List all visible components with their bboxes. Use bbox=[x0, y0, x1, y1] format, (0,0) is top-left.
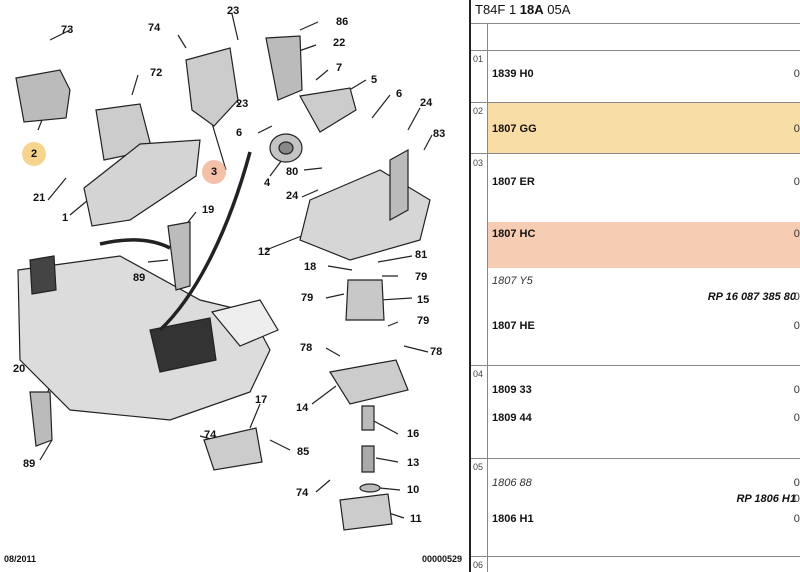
parts-panel-header: T84F 1 18A 05A bbox=[471, 0, 800, 24]
part-reference: 1806 88 bbox=[492, 477, 532, 489]
header-bold-code: 18A bbox=[519, 2, 544, 17]
header-prefix: T84F 1 bbox=[475, 2, 520, 17]
callout-13[interactable]: 13 bbox=[407, 457, 420, 469]
callout-74-bottom[interactable]: 74 bbox=[204, 429, 217, 441]
callout-24-right[interactable]: 24 bbox=[420, 97, 433, 109]
replacement-reference: RP 1806 H1 bbox=[736, 493, 796, 505]
group-label-05: 05 bbox=[473, 462, 484, 472]
part-quantity: 0' bbox=[793, 176, 800, 188]
exploded-parts-diagram: 73 74 72 23 86 22 7 5 6 24 83 23 6 4 80 … bbox=[4, 5, 462, 564]
part-row-highlighted[interactable]: 1807 GG 0' bbox=[488, 103, 800, 153]
callout-79-c[interactable]: 79 bbox=[417, 315, 430, 327]
callout-17[interactable]: 17 bbox=[255, 394, 268, 406]
group-divider bbox=[471, 365, 800, 366]
callout-22[interactable]: 22 bbox=[333, 37, 346, 49]
part-reference: 1807 HC bbox=[492, 228, 536, 240]
part-quantity: 0' bbox=[793, 477, 800, 489]
group-divider bbox=[471, 556, 800, 557]
callout-6-right[interactable]: 6 bbox=[396, 88, 403, 100]
group-label-02: 02 bbox=[473, 106, 484, 116]
part-quantity: 0' bbox=[793, 412, 800, 424]
callout-74-lower[interactable]: 74 bbox=[296, 487, 309, 499]
group-divider bbox=[471, 50, 800, 51]
callout-80[interactable]: 80 bbox=[286, 166, 299, 178]
part-row[interactable]: 1839 H0 0' bbox=[488, 52, 800, 96]
part-row[interactable]: 1809 33 0' bbox=[488, 378, 800, 404]
diagram-drawing bbox=[15, 13, 433, 531]
part-reference: 1807 HE bbox=[492, 320, 535, 332]
callout-10[interactable]: 10 bbox=[407, 484, 420, 496]
callout-16[interactable]: 16 bbox=[407, 428, 420, 440]
callout-2-highlighted[interactable]: 2 bbox=[22, 142, 46, 166]
group-divider bbox=[471, 458, 800, 459]
callout-18[interactable]: 18 bbox=[304, 261, 317, 273]
callout-12[interactable]: 12 bbox=[258, 246, 271, 258]
part-reference: 1807 GG bbox=[492, 123, 537, 135]
callout-3-highlighted[interactable]: 3 bbox=[202, 160, 226, 184]
callout-19[interactable]: 19 bbox=[202, 204, 215, 216]
callout-86[interactable]: 86 bbox=[336, 16, 349, 28]
part-quantity: 0' bbox=[793, 123, 800, 135]
part-reference: 1807 ER bbox=[492, 176, 535, 188]
part-reference: 1809 44 bbox=[492, 412, 532, 424]
callout-1[interactable]: 1 bbox=[62, 212, 69, 224]
parts-list-panel: T84F 1 18A 05A 01 1839 H0 0' 02 1807 GG … bbox=[469, 0, 800, 572]
callout-7[interactable]: 7 bbox=[336, 62, 343, 74]
callout-83[interactable]: 83 bbox=[433, 128, 446, 140]
group-label-04: 04 bbox=[473, 369, 484, 379]
part-row[interactable]: 1807 ER 0' bbox=[488, 160, 800, 204]
callout-23-mid[interactable]: 23 bbox=[236, 98, 249, 110]
callout-78-left[interactable]: 78 bbox=[300, 342, 313, 354]
callout-81[interactable]: 81 bbox=[415, 249, 428, 261]
part-reference: 1809 33 bbox=[492, 384, 532, 396]
callout-23-top[interactable]: 23 bbox=[227, 5, 240, 17]
group-column-divider bbox=[487, 24, 488, 572]
callout-89-bottom[interactable]: 89 bbox=[23, 458, 36, 470]
part-quantity: 0' bbox=[793, 68, 800, 80]
part-row[interactable]: 1806 88 0' bbox=[488, 472, 800, 494]
part-quantity: 0' bbox=[793, 384, 800, 396]
group-label-03: 03 bbox=[473, 158, 484, 168]
part-quantity: 0' bbox=[793, 513, 800, 525]
callout-20[interactable]: 20 bbox=[13, 363, 26, 375]
part-reference: 1806 H1 bbox=[492, 513, 534, 525]
callout-11[interactable]: 11 bbox=[410, 513, 422, 525]
callout-78-right[interactable]: 78 bbox=[430, 346, 443, 358]
callout-15[interactable]: 15 bbox=[417, 294, 430, 306]
group-label-01: 01 bbox=[473, 54, 484, 64]
callout-85[interactable]: 85 bbox=[297, 446, 310, 458]
callout-24-mid[interactable]: 24 bbox=[286, 190, 299, 202]
part-quantity: 0' bbox=[793, 493, 800, 505]
callout-73[interactable]: 73 bbox=[61, 24, 74, 36]
group-label-06: 06 bbox=[473, 560, 484, 570]
callout-79-b[interactable]: 79 bbox=[301, 292, 314, 304]
callout-74[interactable]: 74 bbox=[148, 22, 161, 34]
callout-72[interactable]: 72 bbox=[150, 67, 163, 79]
part-row[interactable]: 1806 H1 0' bbox=[488, 510, 800, 532]
part-quantity: 0' bbox=[793, 291, 800, 303]
group-divider bbox=[471, 102, 800, 103]
part-row-highlighted[interactable]: 1807 HC 0' bbox=[488, 222, 800, 268]
callout-14[interactable]: 14 bbox=[296, 402, 309, 414]
header-suffix: 05A bbox=[543, 2, 571, 17]
callout-89-mid[interactable]: 89 bbox=[133, 272, 146, 284]
part-quantity: 0' bbox=[793, 228, 800, 240]
part-quantity: 0' bbox=[793, 320, 800, 332]
part-row[interactable]: 1809 44 0' bbox=[488, 406, 800, 432]
part-row[interactable]: RP 1806 H1 0' bbox=[488, 490, 800, 510]
diagram-date: 08/2011 bbox=[4, 554, 37, 564]
part-row[interactable]: 1807 Y5 RP 16 087 385 80 0' bbox=[488, 270, 800, 314]
replacement-reference: RP 16 087 385 80 bbox=[707, 291, 796, 303]
callout-79-a[interactable]: 79 bbox=[415, 271, 428, 283]
callout-4[interactable]: 4 bbox=[264, 177, 271, 189]
callout-21[interactable]: 21 bbox=[33, 192, 46, 204]
callout-5[interactable]: 5 bbox=[371, 74, 378, 86]
part-reference: 1807 Y5 bbox=[492, 275, 533, 287]
part-row[interactable]: 1807 HE 0' bbox=[488, 314, 800, 358]
diagram-reference-number: 00000529 bbox=[421, 554, 462, 564]
callout-6-mid[interactable]: 6 bbox=[236, 127, 243, 139]
group-divider bbox=[471, 153, 800, 154]
part-reference: 1839 H0 bbox=[492, 68, 534, 80]
